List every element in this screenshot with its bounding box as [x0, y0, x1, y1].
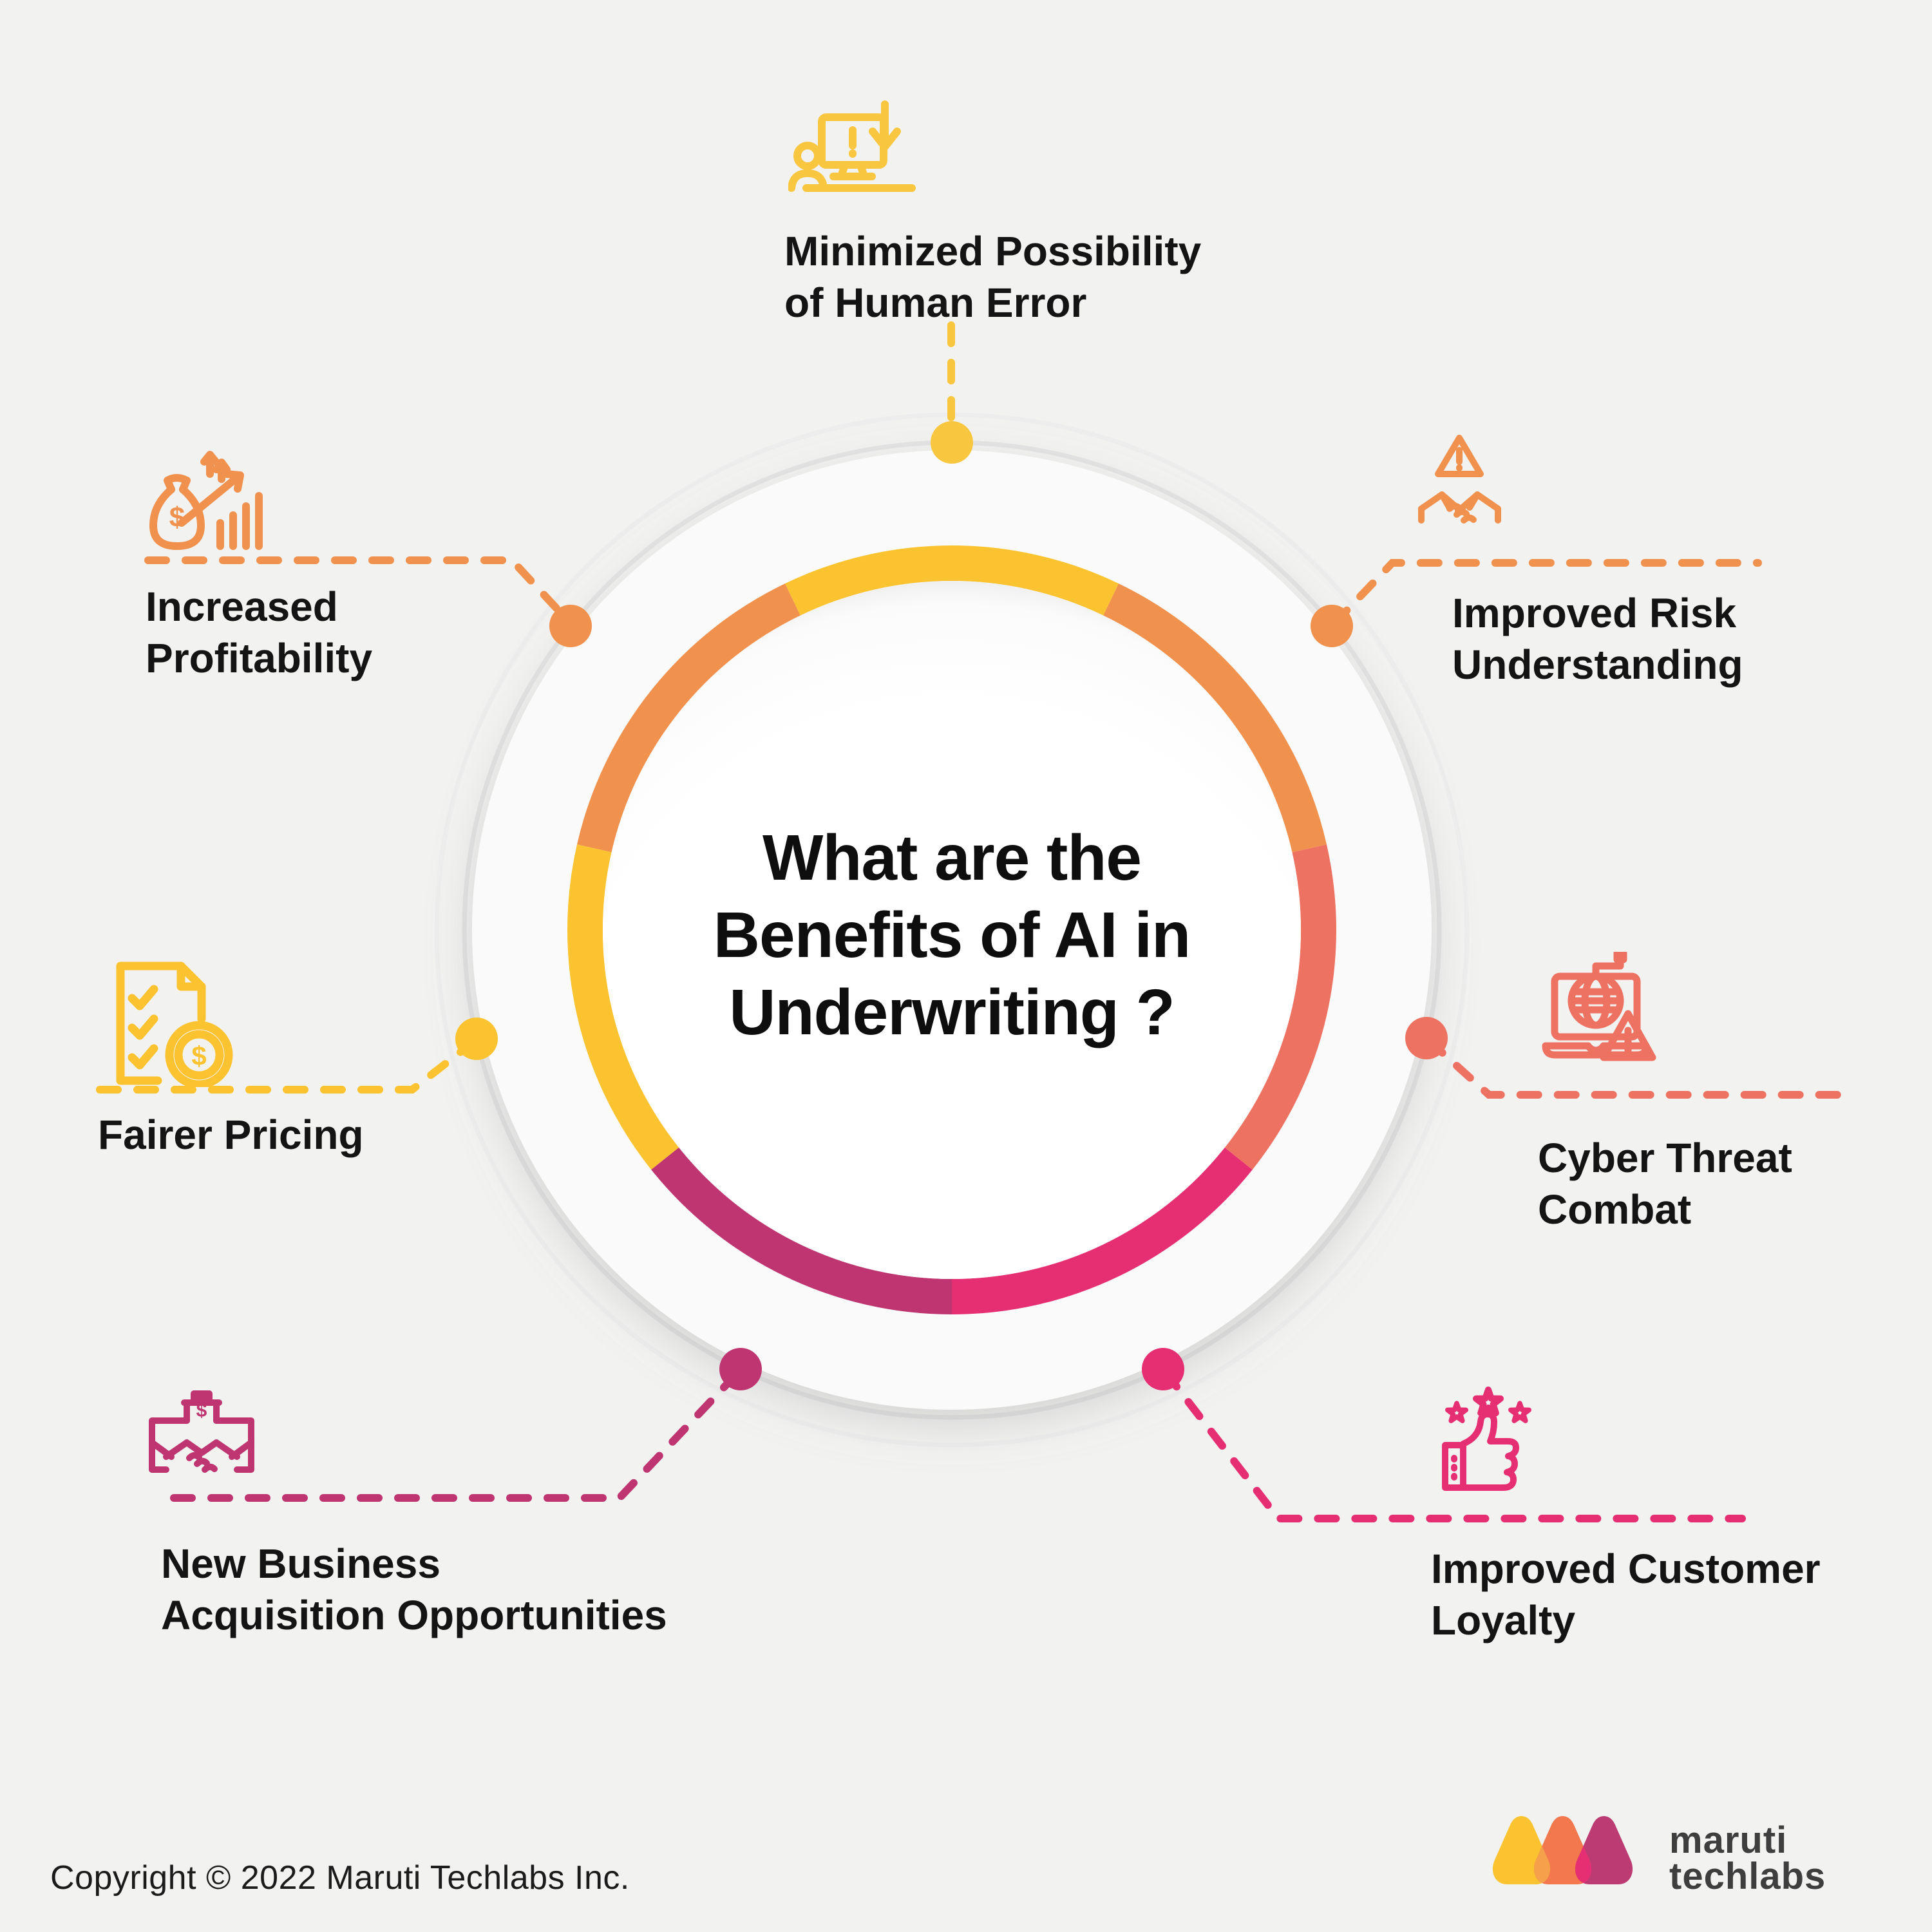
connector-customer-loyalty: [1162, 1368, 1746, 1522]
label-line: of Human Error: [784, 279, 1087, 326]
label-line: New Business: [161, 1540, 440, 1587]
label-line: Loyalty: [1431, 1597, 1576, 1643]
title-line-2: Benefits of AI in: [713, 899, 1191, 971]
ring-segment-top: [785, 545, 1119, 616]
ring-segment-left: [567, 844, 679, 1170]
laptop-globe-alert-icon: [1542, 952, 1656, 1061]
money-bag-chart-icon: $: [149, 451, 263, 550]
label-line: Increased: [146, 583, 338, 630]
connector-new-business: [170, 1368, 742, 1502]
dot-customer-loyalty: [1142, 1348, 1184, 1390]
label-minimized-human-error: Minimized Possibility of Human Error: [784, 225, 1201, 328]
label-line: Fairer Pricing: [98, 1112, 364, 1158]
connector-dots: [455, 421, 1448, 1390]
dot-cyber-threat: [1405, 1017, 1448, 1059]
label-line: Cyber Threat: [1538, 1135, 1792, 1181]
dot-minimized-human-error: [931, 421, 973, 464]
connector-fairer-pricing: [96, 1038, 477, 1094]
connector-cyber-threat: [1425, 1037, 1849, 1099]
label-improved-risk: Improved Risk Understanding: [1452, 587, 1743, 690]
page-title: What are the Benefits of AI in Underwrit…: [662, 819, 1242, 1051]
checklist-coin-icon: $: [116, 961, 233, 1087]
logo-word-1: maruti: [1669, 1819, 1788, 1861]
dot-fairer-pricing: [455, 1018, 498, 1060]
logo-word-2: techlabs: [1669, 1855, 1826, 1897]
thumbs-up-stars-icon: [1442, 1387, 1531, 1491]
label-fairer-pricing: Fairer Pricing: [98, 1109, 364, 1160]
svg-text:$: $: [169, 502, 185, 533]
svg-text:$: $: [191, 1041, 206, 1071]
ring-segment-upper-right: [1103, 583, 1327, 853]
dot-improved-risk: [1311, 605, 1353, 647]
ring-segment-right: [1224, 844, 1336, 1170]
label-line: Improved Risk: [1452, 590, 1737, 636]
label-line: Improved Customer: [1431, 1546, 1821, 1592]
connector-increased-profitability: [144, 556, 573, 626]
logo-wordmark: maruti techlabs: [1669, 1819, 1826, 1897]
ring-segment-bottom-left: [651, 1147, 952, 1314]
label-cyber-threat: Cyber Threat Combat: [1538, 1132, 1792, 1235]
buildings-handshake-icon: $: [149, 1390, 254, 1473]
label-line: Understanding: [1452, 641, 1743, 688]
maruti-techlabs-logo-icon: [1492, 1816, 1633, 1884]
label-line: Acquisition Opportunities: [161, 1592, 667, 1638]
handshake-alert-icon: [1418, 435, 1501, 524]
connector-improved-risk: [1331, 559, 1762, 627]
dot-increased-profitability: [549, 605, 592, 647]
title-circle: [603, 581, 1301, 1279]
benefit-ring: [567, 545, 1336, 1314]
label-line: Profitability: [146, 635, 373, 681]
label-line: Minimized Possibility: [784, 228, 1202, 274]
copyright-text: Copyright © 2022 Maruti Techlabs Inc.: [50, 1859, 630, 1897]
ring-segment-upper-left: [577, 583, 800, 853]
title-line-1: What are the: [762, 822, 1142, 894]
label-new-business: New Business Acquisition Opportunities: [161, 1538, 667, 1641]
label-customer-loyalty: Improved Customer Loyalty: [1431, 1543, 1821, 1646]
label-line: Combat: [1538, 1186, 1692, 1233]
svg-text:$: $: [196, 1400, 207, 1421]
dot-new-business: [719, 1348, 762, 1390]
title-line-3: Underwriting ?: [729, 976, 1175, 1048]
ring-segment-bottom-right: [952, 1147, 1253, 1314]
label-increased-profitability: Increased Profitability: [146, 581, 372, 684]
person-computer-alert-icon: [788, 100, 916, 192]
